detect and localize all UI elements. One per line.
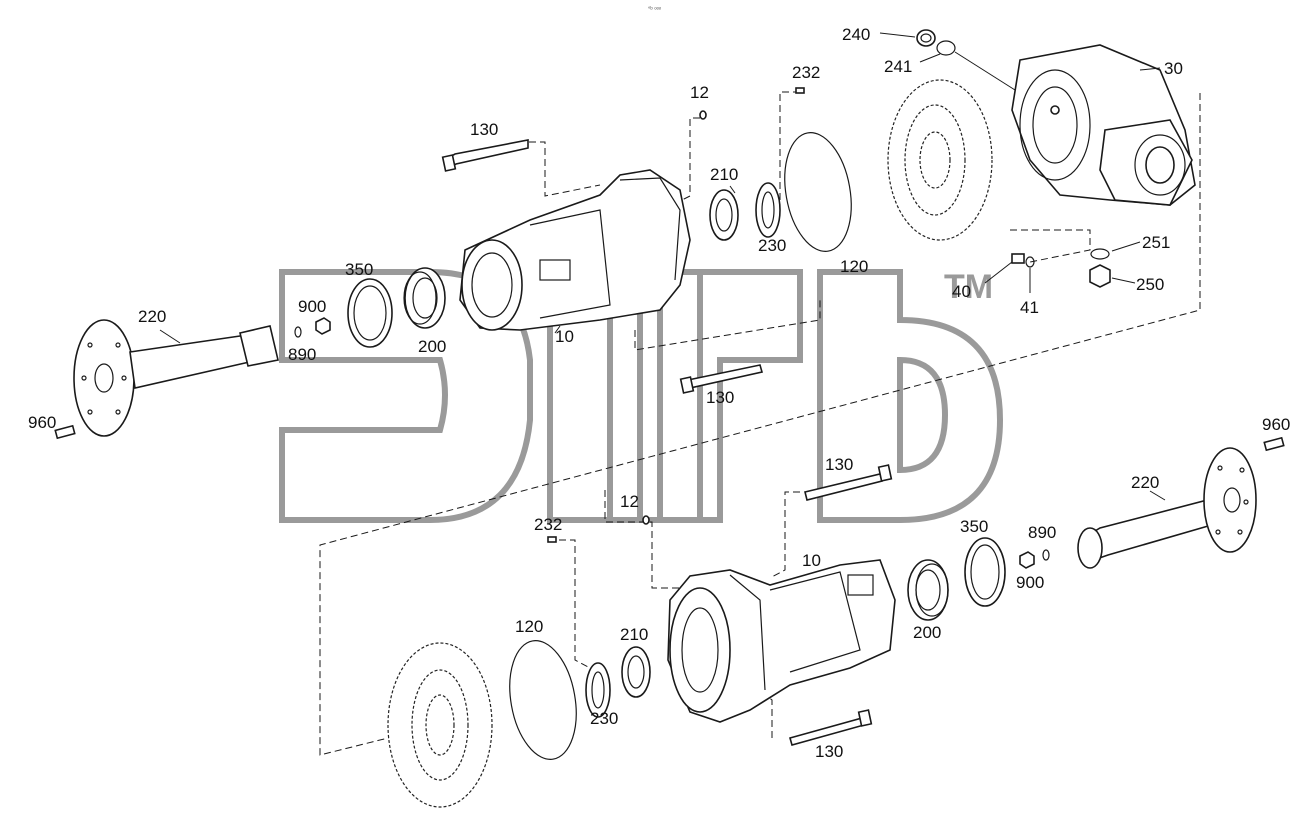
pin-12-lower	[642, 515, 650, 525]
pin-12-upper	[699, 110, 707, 120]
label-220-lower: 220	[1131, 473, 1159, 492]
nut-900-upper	[315, 317, 331, 335]
label-890-lower: 890	[1028, 523, 1056, 542]
axle-housing-30	[1011, 44, 1196, 206]
label-10-lower: 10	[802, 551, 821, 570]
bearing-200-upper	[403, 267, 446, 329]
bearing-200-lower	[907, 559, 949, 621]
carrier-housing-10-lower	[667, 559, 896, 723]
label-350-lower: 350	[960, 517, 988, 536]
label-12-upper: 12	[690, 83, 709, 102]
washer-41	[1025, 256, 1035, 293]
seal-210-lower	[621, 646, 651, 698]
assembly-lines	[319, 91, 1201, 756]
label-230-lower: 230	[590, 709, 618, 728]
ring-230-upper	[755, 182, 781, 238]
label-130-upper: 130	[470, 120, 498, 139]
header-code: °ᵇ ᵒᵒᵒ	[648, 6, 662, 13]
label-232-upper: 232	[792, 63, 820, 82]
label-890-upper: 890	[288, 345, 316, 364]
label-200-upper: 200	[418, 337, 446, 356]
brake-disk-upper	[887, 79, 993, 241]
label-200-lower: 200	[913, 623, 941, 642]
label-251: 251	[1142, 233, 1170, 252]
label-130-middle: 130	[706, 388, 734, 407]
nut-250	[1089, 264, 1136, 288]
washer-890-lower	[1042, 549, 1050, 561]
label-12-lower: 12	[620, 492, 639, 511]
ring-230-lower	[585, 662, 611, 718]
label-40: 40	[952, 282, 971, 301]
label-900-upper: 900	[298, 297, 326, 316]
label-120-lower: 120	[515, 617, 543, 636]
plug-240	[879, 29, 936, 47]
bolt-130-middle	[679, 364, 764, 394]
carrier-housing-10-upper	[459, 169, 691, 334]
label-220-upper: 220	[138, 307, 166, 326]
o-ring-251	[1090, 241, 1141, 260]
label-230-upper: 230	[758, 236, 786, 255]
label-210-upper: 210	[710, 165, 738, 184]
ring-350-upper	[347, 278, 393, 348]
screw-40	[984, 253, 1025, 284]
stud-960-lower	[1263, 436, 1285, 452]
label-241: 241	[884, 57, 912, 76]
label-900-lower: 900	[1016, 573, 1044, 592]
pin-232-upper	[795, 87, 805, 94]
label-130-lower-bottom: 130	[815, 742, 843, 761]
label-232-lower: 232	[534, 515, 562, 534]
axle-shaft-220-upper	[73, 319, 279, 437]
label-210-lower: 210	[620, 625, 648, 644]
label-10-upper: 10	[555, 327, 574, 346]
o-ring-120-lower	[509, 640, 577, 760]
label-240: 240	[842, 25, 870, 44]
label-30: 30	[1164, 59, 1183, 78]
o-ring-120-upper	[784, 132, 852, 252]
label-960-lower: 960	[1262, 415, 1290, 434]
callout-labels: 240 241 30 232 12 130 210 230 120 251 25…	[28, 25, 1290, 761]
label-130-lower-top: 130	[825, 455, 853, 474]
seal-210-upper	[709, 185, 739, 241]
bolt-130-lower-bottom	[789, 709, 873, 746]
label-960-upper: 960	[28, 413, 56, 432]
stud-960-upper	[54, 424, 76, 440]
pin-232-lower	[547, 536, 557, 543]
axle-shaft-220-lower	[1077, 447, 1257, 569]
watermark-tm: TM	[944, 268, 993, 306]
bolt-130-upper	[441, 139, 529, 172]
label-41: 41	[1020, 298, 1039, 317]
washer-890-upper	[294, 326, 302, 338]
label-250: 250	[1136, 275, 1164, 294]
brake-disk-lower	[387, 642, 493, 808]
o-ring-241	[919, 40, 1016, 91]
nut-900-lower	[1019, 551, 1035, 569]
label-350-upper: 350	[345, 260, 373, 279]
ring-350-lower	[964, 537, 1006, 607]
bolt-130-lower-top	[804, 464, 893, 501]
label-120-upper: 120	[840, 257, 868, 276]
